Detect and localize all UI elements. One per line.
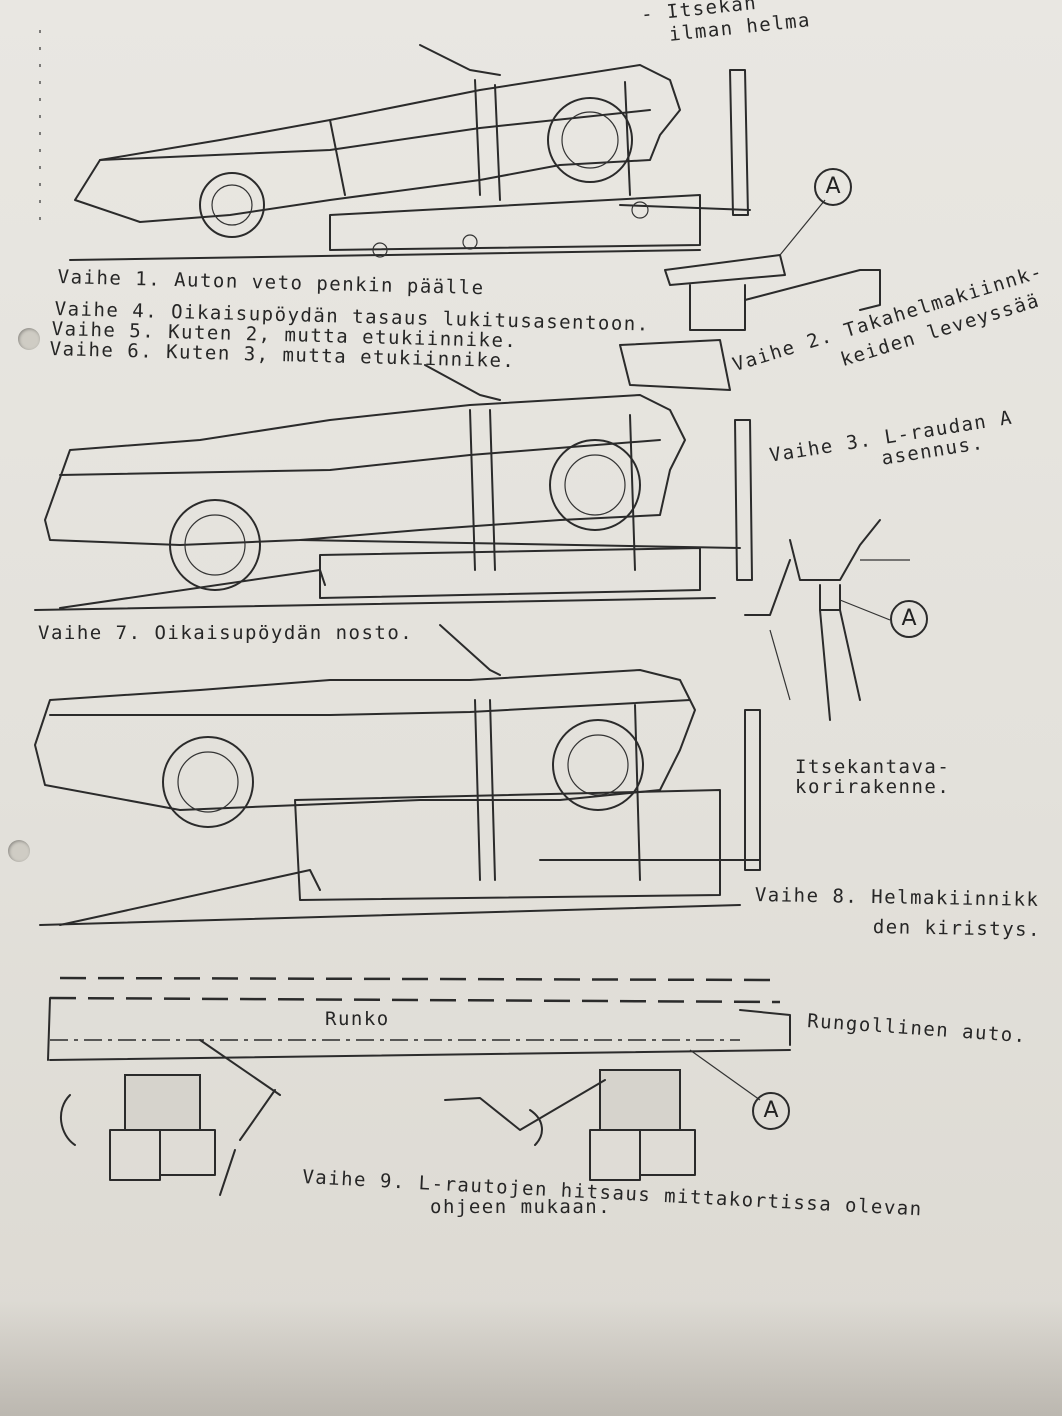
callout-a-bottom: A: [752, 1092, 790, 1130]
caption-step-7: Vaihe 7. Oikaisupöydän nosto.: [38, 622, 414, 644]
caption-unibody-line2: korirakenne.: [795, 776, 951, 798]
caption-unibody-line1: Itsekantava-: [795, 756, 951, 778]
unibody-clamp-detail: [744, 519, 910, 721]
frame-illustration: [47, 976, 791, 1196]
car-illustration-1: [69, 44, 751, 261]
clamp-detail-step2: [619, 199, 881, 391]
caption-step-9-line2: ohjeen mukaan.: [430, 1196, 612, 1218]
car-illustration-3: [34, 624, 761, 926]
caption-frame: Runko: [325, 1008, 390, 1030]
callout-a-top: A: [814, 168, 852, 206]
caption-step-8-line2: den kiristys.: [872, 916, 1042, 941]
page-shadow: [0, 1300, 1062, 1416]
punch-hole-top: [18, 328, 40, 350]
car-illustration-2: [34, 364, 753, 611]
callout-a-middle: A: [890, 600, 928, 638]
punch-hole-bottom: [8, 840, 30, 862]
